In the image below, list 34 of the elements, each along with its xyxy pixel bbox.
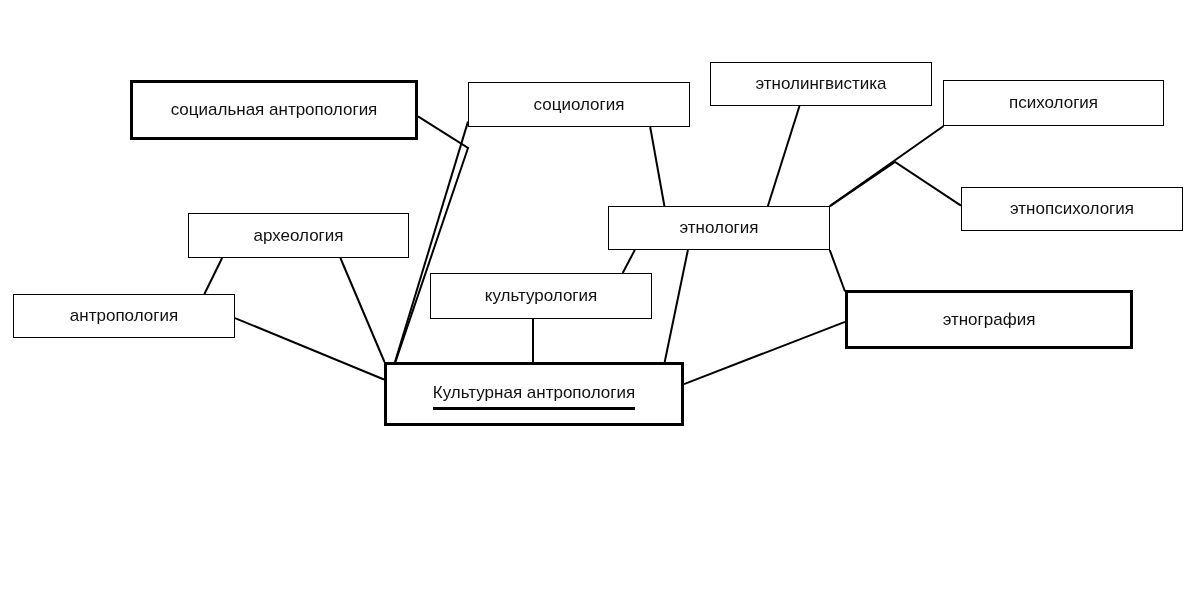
concept-label: культурология bbox=[484, 286, 598, 306]
connector-line bbox=[649, 126, 666, 207]
concept-box bbox=[384, 362, 684, 426]
connector-line bbox=[203, 257, 224, 295]
concept-label: археология bbox=[253, 225, 344, 246]
concept-box bbox=[430, 273, 652, 319]
connector-line bbox=[663, 249, 689, 363]
concept-label: социология bbox=[533, 94, 625, 115]
connector-line bbox=[621, 249, 636, 274]
connector-line bbox=[766, 105, 801, 207]
concept-label: этнолингвистика bbox=[755, 74, 887, 94]
concept-box bbox=[943, 80, 1164, 126]
concept-label: психология bbox=[1008, 93, 1099, 113]
concept-box bbox=[961, 187, 1183, 231]
concept-label: социальная антропология bbox=[170, 100, 378, 120]
connector-line bbox=[683, 320, 846, 386]
concept-label: Культурная антропология bbox=[432, 382, 636, 410]
concept-box bbox=[710, 62, 932, 106]
concept-label: антропология bbox=[69, 306, 179, 326]
concept-label: этнография bbox=[942, 309, 1036, 330]
connector-line bbox=[828, 249, 846, 293]
concept-box bbox=[468, 82, 690, 127]
concept-label: этнология bbox=[679, 218, 759, 238]
connector-line bbox=[339, 257, 386, 363]
concept-box bbox=[130, 80, 418, 140]
concept-label: этнопсихология bbox=[1010, 199, 1134, 219]
connector-line bbox=[234, 317, 385, 381]
concept-box bbox=[608, 206, 830, 250]
concept-box bbox=[845, 290, 1133, 349]
connector-line bbox=[828, 125, 945, 207]
connector-line bbox=[829, 160, 962, 208]
concept-box bbox=[188, 213, 409, 258]
concept-box bbox=[13, 294, 235, 338]
connector-line bbox=[532, 318, 534, 363]
